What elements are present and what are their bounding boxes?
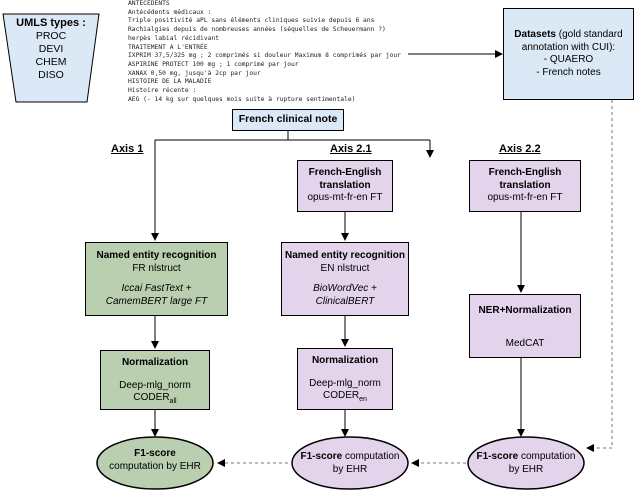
clinical-note-line: XANAX 0,50 mg, jusqu'à 2cp par jour [128,69,261,77]
translation-box-axis21: French-English translation opus-mt-fr-en… [297,160,393,212]
translation-title: French-English translation [488,167,562,191]
translation-title: French-English translation [308,167,382,191]
f1-ellipse-shape-2 [291,436,409,490]
ner-normalization-box-axis22: NER+Normalization MedCAT [469,294,581,358]
clinical-note-line: TRAITEMENT A L'ENTRÉE [128,43,208,51]
norm-coder-name: CODER [323,390,360,401]
f1-line1: F1-score computation [468,450,584,463]
datasets-box: Datasets (gold standard annotation with … [503,8,634,100]
f1-text-axis1: F1-score computation by EHR [100,447,210,473]
f1-text-axis21: F1-score computation by EHR [292,450,408,476]
f1-ellipse-shape-3 [467,436,585,490]
datasets-title-rest: (gold standard annotation with CUI): [521,29,623,53]
normalization-box-axis1: Normalization Deep-mlg_norm CODERall [100,350,210,410]
datasets-dashed-line [586,100,613,452]
ner-embeddings: BioWordVec + ClinicalBERT [313,283,377,307]
umls-type-proc: PROC [35,30,67,42]
f1-line1: F1-score computation [292,450,408,463]
nernorm-model: MedCAT [505,337,545,349]
f1-title: F1-score [476,451,519,462]
f1-line2: by EHR [508,464,544,475]
norm-model: Deep-mlg_norm [309,377,381,389]
clinical-note-line: ASPIRINE PROTECT 100 mg ; 1 comprimé par… [128,60,299,68]
nernorm-title: NER+Normalization [478,305,572,316]
datasets-heading: Datasets (gold standard annotation with … [504,29,633,54]
clinical-note-line: Rachialgies depuis de nombreuses années … [128,26,386,34]
ner-model: FR nlstruct [132,262,181,274]
clinical-note-line: ANTECEDENTS [128,0,170,7]
f1-line2: computation by EHR [109,461,201,472]
norm-model: Deep-mlg_norm [119,379,191,391]
clinical-note-line: Antécédents médicaux : [128,8,212,16]
f1-line2: by EHR [332,464,368,475]
axis-1-label: Axis 1 [111,143,144,155]
ner-embeddings: Iccai FastText + CamemBERT large FT [105,283,208,307]
clinical-note-line: Histoire récente : [128,87,197,95]
norm-coder-sub: all [169,398,177,405]
axis-2-1-label: Axis 2.1 [330,143,372,155]
f1-text-axis22: F1-score computation by EHR [468,450,584,476]
french-clinical-note-label: French clinical note [238,113,338,126]
french-clinical-note-box: French clinical note [232,109,344,131]
ner-model: EN nlstruct [320,262,370,274]
translation-model: opus-mt-fr-en FT [487,192,563,204]
clinical-note-line: herpès labial récidivant [128,34,219,42]
clinical-note-line: HISTOIRE DE LA MALADIE [128,78,212,86]
f1-rest: computation [518,451,576,462]
f1-title: F1-score [134,448,176,459]
clinical-note-line: IXPRIM 37,5/325 mg ; 2 comprimés si doul… [128,52,401,60]
dataset-french-notes: - French notes [536,66,601,78]
umls-type-devi: DEVI [38,43,64,55]
norm-coder-name: CODER [133,392,170,403]
ner-title: Named entity recognition [284,250,405,261]
umls-types-box: UMLS types : PROC DEVI CHEM DISO [14,17,88,99]
norm-coder-sub: en [359,396,367,403]
translation-model: opus-mt-fr-en FT [307,192,383,204]
axis-2-2-label: Axis 2.2 [499,143,541,155]
ner-box-axis21: Named entity recognition EN nlstruct Bio… [281,242,409,316]
umls-title: UMLS types : [16,17,86,29]
umls-trapezoid-shape [2,13,100,103]
clinical-note-line: AEG (- 14 kg sur quelques mois suite à r… [128,95,356,103]
ner-title: Named entity recognition [96,250,217,261]
datasets-title: Datasets [514,29,556,40]
umls-type-chem: CHEM [35,56,67,68]
dataset-quaero: - QUAERO [543,54,594,65]
umls-type-diso: DISO [38,69,64,81]
ner-box-axis1: Named entity recognition FR nlstruct Icc… [85,242,228,316]
norm-coder: CODERen [323,390,367,405]
norm-coder: CODERall [133,392,176,407]
translation-box-axis22: French-English translation opus-mt-fr-en… [469,160,581,212]
f1-title: F1-score [300,451,343,462]
normalization-box-axis21: Normalization Deep-mlg_norm CODERen [297,348,393,410]
f1-rest: computation [342,451,400,462]
norm-title: Normalization [121,357,189,368]
f1-ellipse-shape-1 [96,436,214,490]
norm-title: Normalization [311,355,379,366]
clinical-note-line: Triple positivité aPL sans éléments clin… [128,17,375,25]
